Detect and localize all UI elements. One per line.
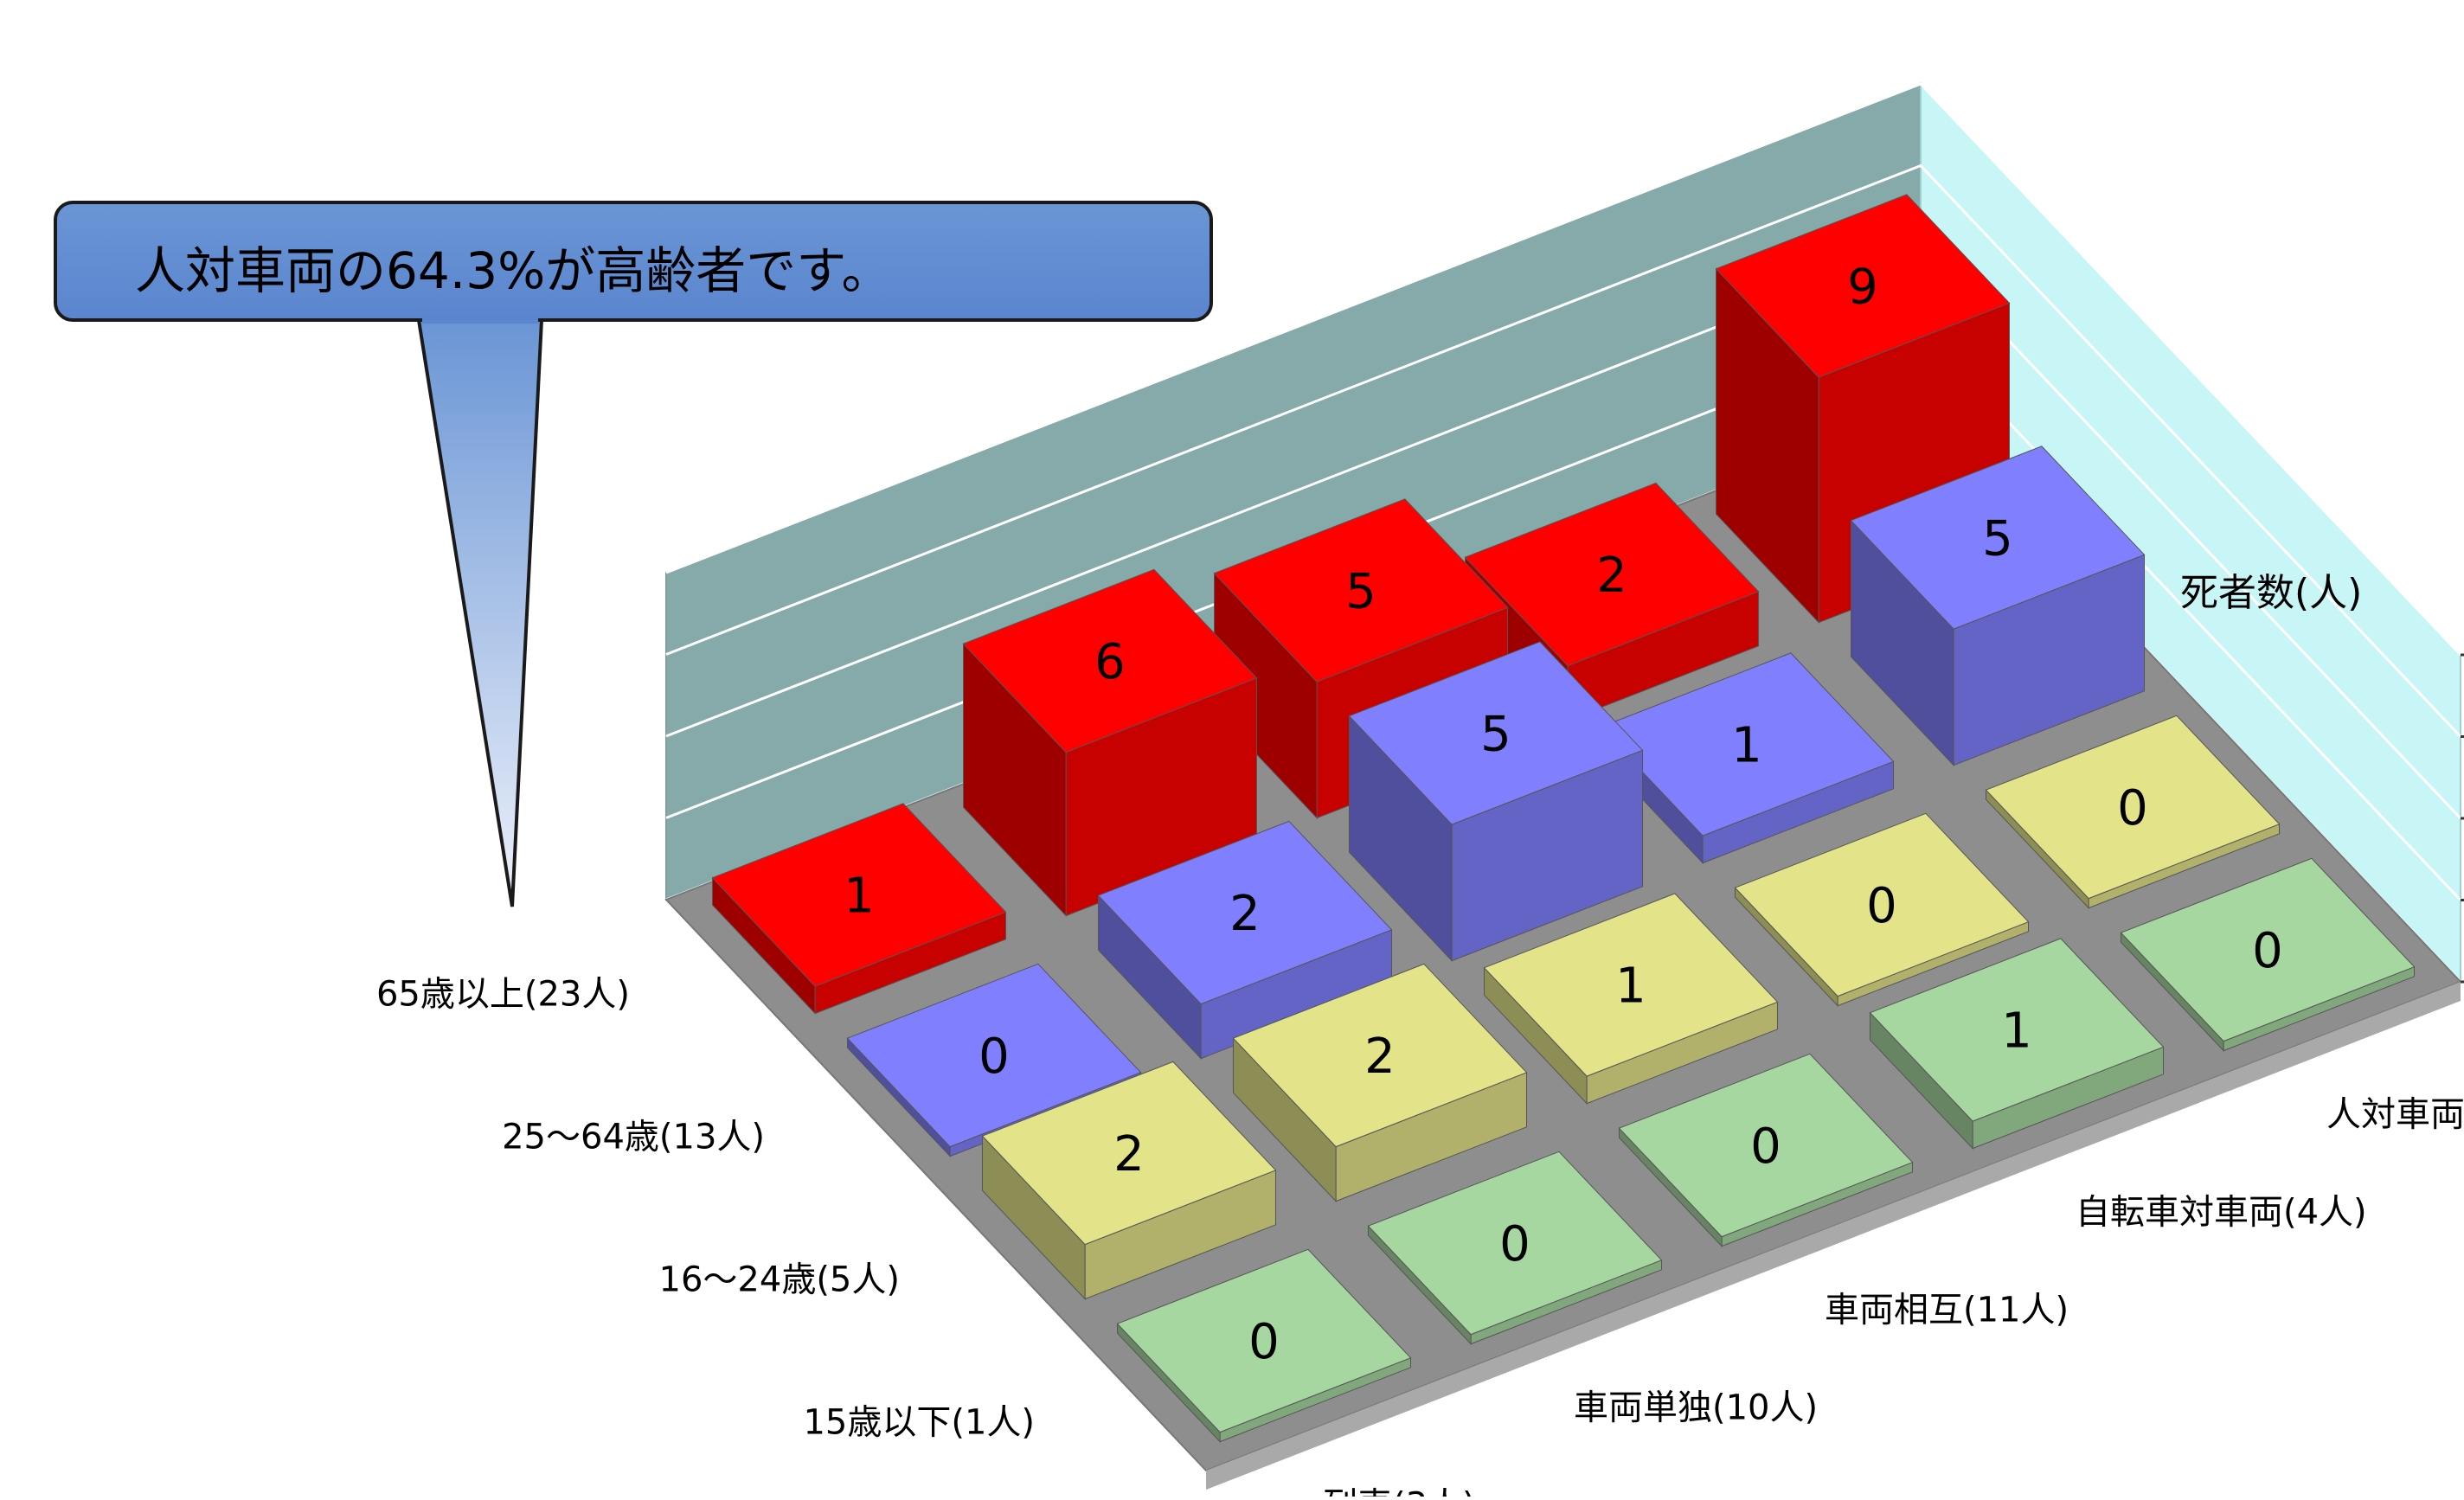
bar-top: [1464, 482, 1760, 667]
bar: [981, 1061, 1277, 1300]
age-group-label: 16～24歳(5人): [659, 1260, 900, 1300]
bar-top: [1097, 820, 1393, 1005]
bar: [1232, 963, 1528, 1202]
bar-top: [1116, 1248, 1412, 1433]
bar-value-label: 2: [1596, 548, 1627, 604]
bar: [1097, 820, 1393, 1060]
bar: [1116, 1248, 1412, 1443]
bar-value-label: 5: [1345, 564, 1376, 620]
bar: [1985, 715, 2281, 909]
bar-value-label: 0: [979, 1029, 1010, 1085]
accident-type-label: 自転車対車両(4人): [2076, 1193, 2367, 1233]
bar-value-label: 0: [2117, 780, 2148, 837]
callout-joint: [422, 315, 538, 324]
bar-value-label: 1: [1731, 718, 1762, 774]
chart-bars: [711, 194, 2416, 1443]
bar-top: [981, 1061, 1277, 1246]
bar-top: [1985, 715, 2281, 900]
bar: [1850, 446, 2146, 766]
bar-top: [711, 803, 1007, 987]
bar-value-label: 2: [1364, 1029, 1396, 1085]
bar: [2120, 857, 2416, 1052]
bar-top: [1348, 641, 1644, 825]
bar: [1734, 812, 2030, 1007]
bar-value-label: 2: [1113, 1126, 1145, 1183]
callout-box: 人対車両の64.3%が高齢者です。: [54, 201, 1213, 322]
bar-top: [1213, 498, 1509, 683]
age-group-label: 25～64歳(13人): [502, 1118, 765, 1157]
chart-labels: 9 2 5 5 1 0 6 5 0 0 1 2 1 1 0 2 0 2 0 0 65歳以上(23人) 25～64歳(13人…: [376, 260, 2464, 1500]
accident-type-label: 人対車両(14人): [2326, 1095, 2464, 1135]
bar-top: [962, 568, 1258, 753]
bar-value-label: 1: [2001, 1003, 2032, 1060]
bar-top: [1715, 194, 2011, 378]
bar: [1869, 938, 2165, 1150]
bar-value-label: 0: [2252, 923, 2283, 979]
bar-value-label: 6: [1094, 634, 1126, 690]
bar-value-label: 2: [1229, 886, 1261, 942]
accident-type-label: 車両相互(11人): [1825, 1291, 2069, 1330]
bar: [1618, 1053, 1914, 1247]
bar: [1367, 1151, 1663, 1345]
bar-top: [1734, 812, 2030, 997]
age-group-label: 65歳以上(23人): [376, 975, 630, 1015]
bar-top: [846, 963, 1142, 1148]
bar-top: [1367, 1151, 1663, 1336]
bar-top: [2120, 857, 2416, 1042]
bar-top: [1869, 938, 2165, 1122]
bar-value-label: 5: [1982, 511, 2013, 567]
floor-edge: [1206, 982, 2461, 1490]
callout-text: 人対車両の64.3%が高齢者です。: [135, 241, 892, 300]
bar-top: [1232, 963, 1528, 1148]
bar-value-label: 0: [1750, 1119, 1781, 1175]
age-group-label: 15歳以下(1人): [803, 1403, 1035, 1443]
accident-type-label: 車両単独(10人): [1574, 1388, 1818, 1428]
bar-value-label: 9: [1847, 260, 1878, 316]
bar-value-label: 5: [1480, 707, 1511, 763]
bar-value-label: 0: [1248, 1314, 1280, 1370]
bar-value-label: 0: [1866, 878, 1897, 934]
bar-top: [1850, 446, 2146, 630]
bar-top: [1483, 893, 1779, 1077]
gridline: [665, 163, 2462, 738]
bar-top: [1618, 1053, 1914, 1238]
bar-value-label: 1: [844, 869, 875, 925]
gridline: [665, 82, 2462, 657]
bar-top: [1599, 652, 1895, 837]
bar: [711, 803, 1007, 1015]
bar-value-label: 1: [1615, 958, 1646, 1015]
bar: [1348, 641, 1644, 962]
bar-value-label: 0: [1499, 1216, 1530, 1272]
accident-type-label: 列車(3人): [1323, 1486, 1476, 1497]
bar: [1483, 893, 1779, 1105]
z-axis-title: 死者数(人): [2180, 571, 2362, 615]
